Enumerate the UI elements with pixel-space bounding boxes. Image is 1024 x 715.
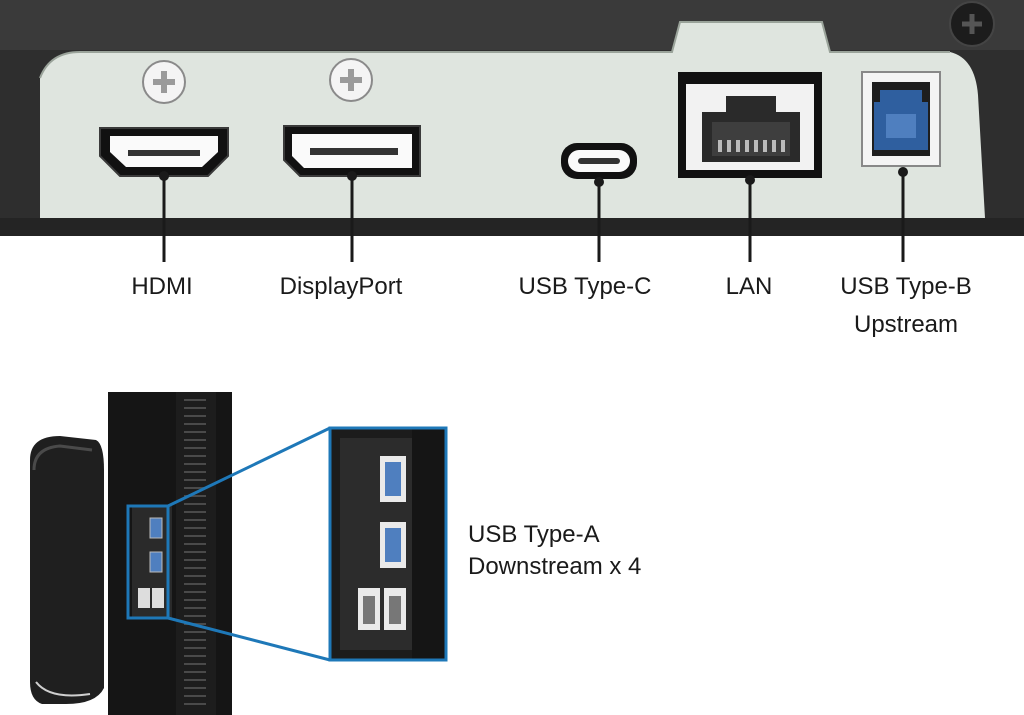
side-view	[30, 392, 232, 715]
zoom-inset	[328, 426, 448, 662]
usb-type-b-label: USB Type-B Upstream	[840, 272, 972, 340]
usb-type-b-label-line2: Upstream	[853, 311, 959, 338]
usb-type-a-label: USB Type-A Downstream x 4	[468, 520, 641, 582]
rear-panel	[0, 0, 1024, 236]
leader-lines	[159, 167, 908, 262]
lan-label: LAN	[725, 273, 773, 300]
usb-type-c-label: USB Type-C	[518, 273, 652, 300]
callout-lines	[167, 426, 331, 662]
usb-type-c-port-icon	[561, 143, 637, 179]
usb-type-b-port-icon	[861, 71, 941, 167]
screw-icon	[329, 58, 373, 102]
hdmi-label: HDMI	[131, 273, 193, 300]
usb-type-a-label-line1: USB Type-A	[468, 521, 600, 548]
usb-type-a-label-line2: Downstream x 4	[468, 553, 642, 580]
lan-port-icon	[678, 72, 822, 178]
usb-type-b-label-line1: USB Type-B	[840, 273, 972, 300]
screw-icon	[142, 60, 186, 104]
hdmi-port-icon	[99, 127, 229, 177]
displayport-label: DisplayPort	[279, 273, 403, 300]
displayport-port-icon	[283, 125, 421, 177]
